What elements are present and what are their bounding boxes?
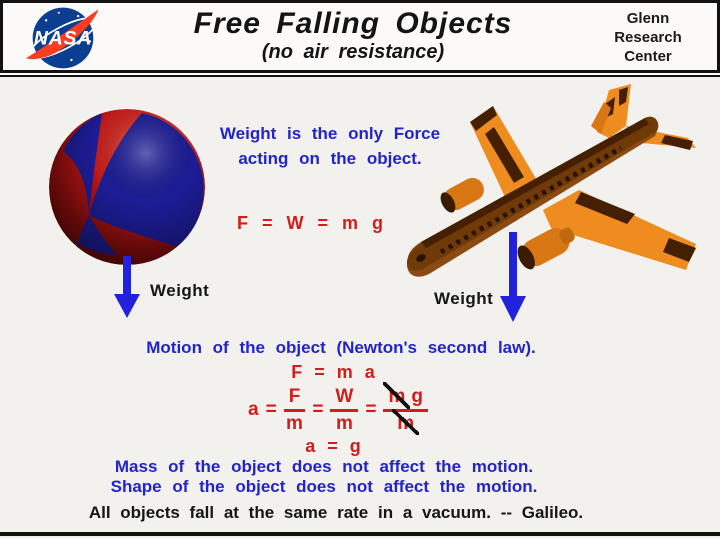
nasa-logo-icon: NASA — [25, 7, 99, 69]
page-subtitle: (no air resistance) — [261, 41, 445, 63]
org-line-2: Research — [614, 29, 682, 46]
header-separator — [0, 70, 720, 77]
motion-heading: Motion of the object (Newton's second la… — [146, 338, 536, 357]
force-equation: F = W = m g — [236, 213, 383, 233]
org-line-1: Glenn — [626, 10, 670, 27]
header: NASA Free Falling Objects (no air resist… — [0, 0, 720, 70]
weight-statement-line1: Weight is the only Force — [219, 124, 441, 143]
fraction-F-over-m: F m — [283, 386, 306, 434]
fraction-mg-over-m: m g m — [383, 381, 428, 436]
derivation-lhs: a — [248, 399, 259, 420]
weight-statement-line2: acting on the object. — [238, 149, 422, 168]
airplane — [406, 84, 696, 277]
fraction-W-over-m: W m — [330, 386, 359, 434]
beach-ball — [49, 109, 205, 265]
weight-statement: Weight is the only Force acting on the o… — [0, 121, 660, 171]
fraction3-denominator: m — [392, 408, 420, 436]
result-equation: a = g — [305, 436, 361, 456]
derivation-eq1: = — [265, 399, 277, 420]
ball-weight-label: Weight — [150, 281, 210, 300]
fraction1-numerator: F — [283, 386, 306, 412]
fraction2-denominator: m — [335, 412, 353, 434]
newton-equation: F = m a — [291, 362, 375, 382]
plane-weight-label: Weight — [434, 289, 494, 308]
ball-weight-arrow-icon — [114, 256, 140, 318]
page-title: Free Falling Objects — [193, 7, 513, 40]
nasa-logo-text: NASA — [34, 28, 92, 50]
derivation-eq2: = — [312, 399, 324, 420]
org-name: Glenn Research Center — [593, 9, 703, 66]
gravity-symbol: g — [411, 385, 423, 407]
shape-statement: Shape of the object does not affect the … — [110, 477, 538, 496]
plane-weight-arrow-icon — [500, 232, 526, 322]
org-line-3: Center — [624, 48, 672, 65]
title-block: Free Falling Objects (no air resistance) — [153, 7, 553, 63]
mass-statement: Mass of the object does not affect the m… — [114, 457, 534, 476]
derivation-eq3: = — [365, 399, 377, 420]
fraction3-numerator: m g — [383, 381, 428, 412]
fraction2-numerator: W — [330, 386, 359, 412]
cancelled-mass-numerator: m — [383, 381, 411, 409]
galileo-quote: All objects fall at the same rate in a v… — [88, 503, 584, 522]
acceleration-derivation: a = F m = W m = m g m — [0, 381, 676, 436]
bottom-border — [0, 532, 720, 536]
fraction1-denominator: m — [286, 412, 303, 434]
cancelled-mass-denominator: m — [392, 408, 420, 436]
